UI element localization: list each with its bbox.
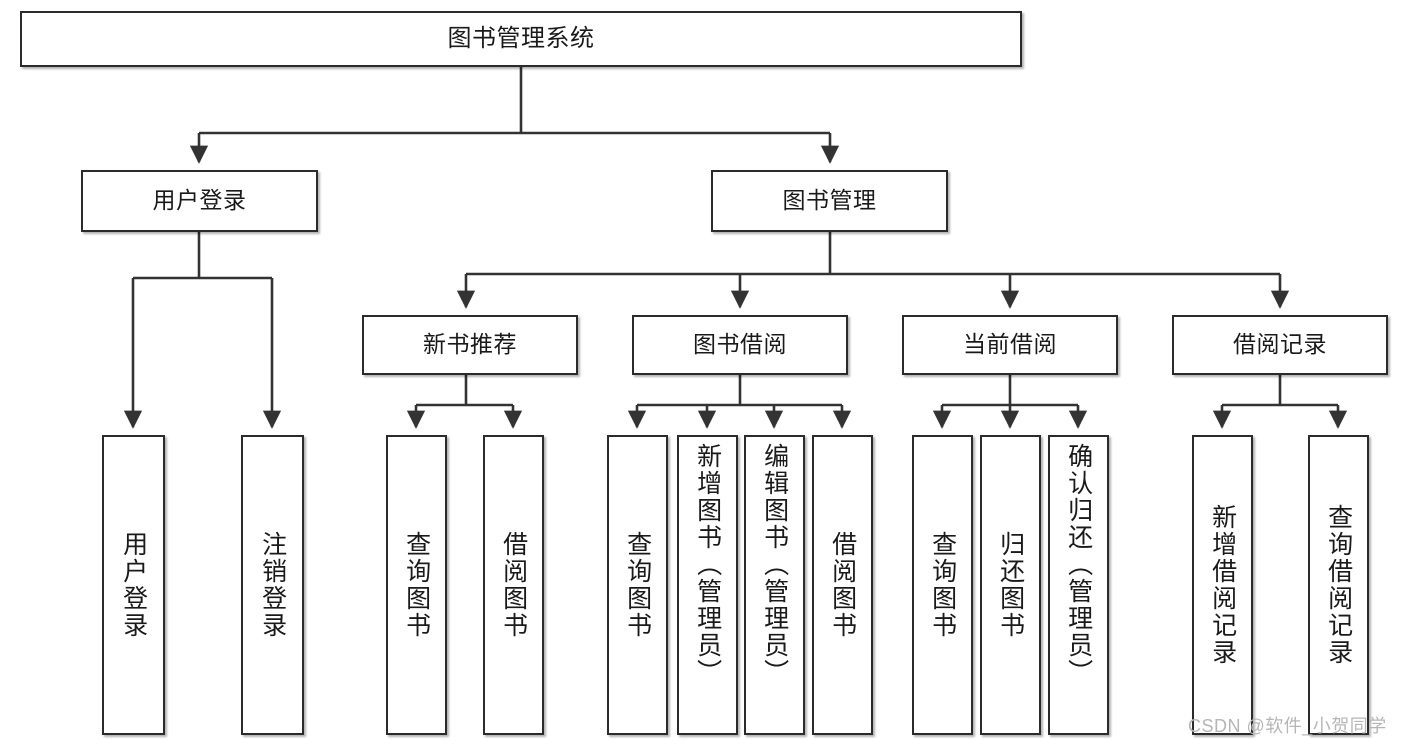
node-leaf-query-book-3-label: 查询图书 (928, 531, 957, 639)
node-book-borrow-label: 图书借阅 (693, 331, 787, 358)
node-book-management-label: 图书管理 (782, 187, 877, 214)
node-leaf-edit-book-label: 编辑图书（管理员） (760, 443, 789, 686)
node-leaf-query-record-label: 查询借阅记录 (1324, 504, 1353, 666)
node-leaf-user-login-label: 用户登录 (119, 531, 148, 639)
node-leaf-logout-login[interactable]: 注销登录 (241, 435, 304, 735)
node-leaf-borrow-book-2-label: 借阅图书 (828, 531, 857, 639)
node-book-management[interactable]: 图书管理 (711, 170, 948, 232)
node-leaf-confirm-return-label: 确认归还（管理员） (1064, 443, 1093, 686)
node-leaf-add-book-label: 新增图书（管理员） (693, 443, 722, 686)
node-leaf-logout-login-label: 注销登录 (258, 531, 287, 639)
node-current-borrow[interactable]: 当前借阅 (902, 315, 1118, 375)
node-borrow-record-label: 借阅记录 (1233, 331, 1327, 358)
node-book-borrow[interactable]: 图书借阅 (632, 315, 848, 375)
node-leaf-query-book-2-label: 查询图书 (623, 531, 652, 639)
node-leaf-confirm-return[interactable]: 确认归还（管理员） (1048, 435, 1109, 735)
node-leaf-query-book-3[interactable]: 查询图书 (912, 435, 973, 735)
node-root-label: 图书管理系统 (447, 24, 595, 52)
node-leaf-return-book-label: 归还图书 (996, 531, 1025, 639)
node-leaf-user-login[interactable]: 用户登录 (102, 435, 165, 735)
node-leaf-query-book-2[interactable]: 查询图书 (607, 435, 668, 735)
node-leaf-edit-book[interactable]: 编辑图书（管理员） (744, 435, 805, 735)
node-leaf-query-record[interactable]: 查询借阅记录 (1308, 435, 1369, 735)
node-leaf-add-record-label: 新增借阅记录 (1208, 504, 1237, 666)
node-user-login[interactable]: 用户登录 (81, 170, 318, 232)
node-leaf-add-record[interactable]: 新增借阅记录 (1192, 435, 1253, 735)
node-root[interactable]: 图书管理系统 (20, 11, 1022, 67)
node-leaf-borrow-book-1-label: 借阅图书 (499, 531, 528, 639)
node-borrow-record[interactable]: 借阅记录 (1172, 315, 1388, 375)
node-current-borrow-label: 当前借阅 (963, 331, 1057, 358)
node-new-book-recommend-label: 新书推荐 (423, 331, 517, 358)
node-leaf-borrow-book-2[interactable]: 借阅图书 (812, 435, 873, 735)
node-leaf-borrow-book-1[interactable]: 借阅图书 (483, 435, 544, 735)
node-leaf-add-book[interactable]: 新增图书（管理员） (677, 435, 738, 735)
node-leaf-query-book-1-label: 查询图书 (402, 531, 431, 639)
node-leaf-query-book-1[interactable]: 查询图书 (386, 435, 447, 735)
watermark: CSDN @软件_小贺同学 (1188, 716, 1387, 736)
node-user-login-label: 用户登录 (152, 187, 247, 214)
node-new-book-recommend[interactable]: 新书推荐 (362, 315, 578, 375)
node-leaf-return-book[interactable]: 归还图书 (980, 435, 1041, 735)
